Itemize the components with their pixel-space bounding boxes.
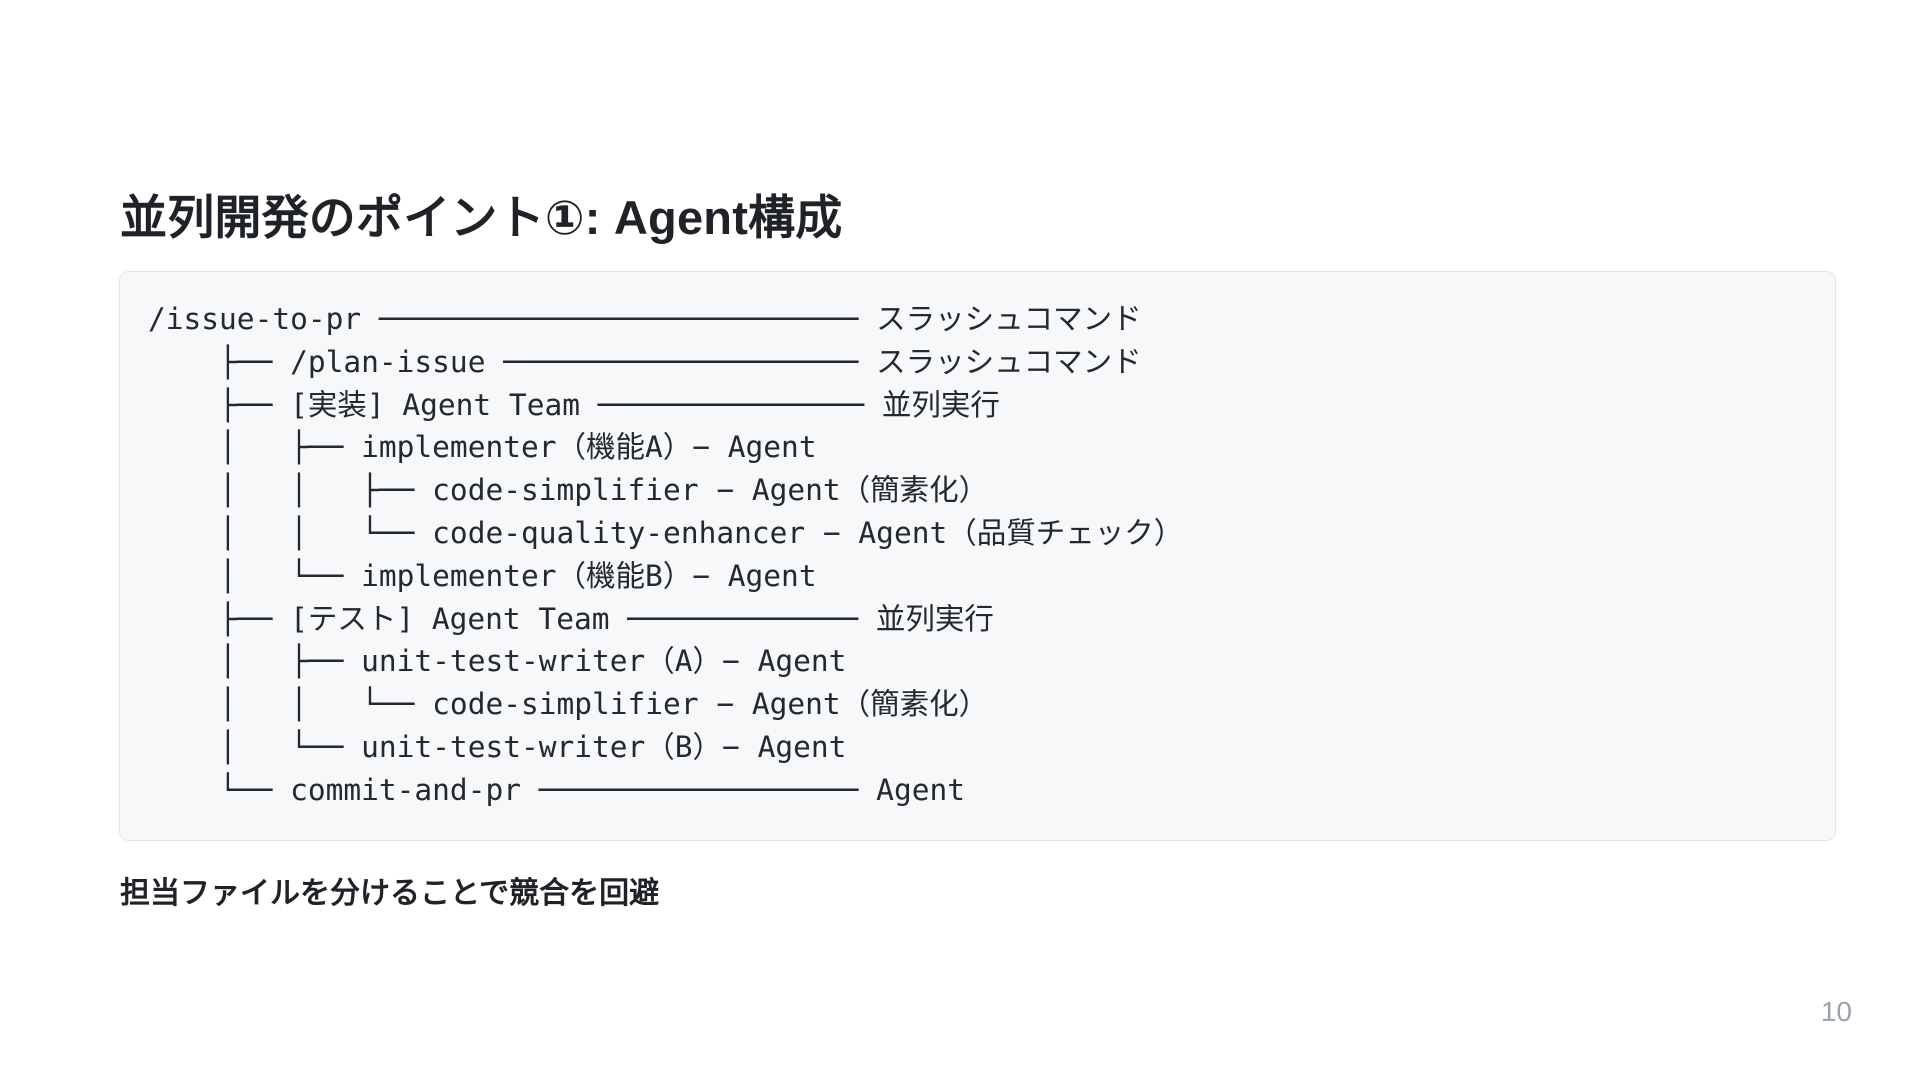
code-line: │ │ └── code-simplifier − Agent（簡素化） — [148, 687, 989, 722]
code-block-card: /issue-to-pr ───────────────────────────… — [119, 271, 1836, 841]
code-line: │ └── implementer（機能B）− Agent — [148, 558, 817, 593]
code-line: │ ├── unit-test-writer（A）− Agent — [148, 644, 847, 679]
code-line: │ │ └── code-quality-enhancer − Agent（品質… — [148, 515, 1184, 550]
page-title: 並列開発のポイント①: Agent構成 — [120, 191, 843, 245]
code-line: │ ├── implementer（機能A）− Agent — [148, 430, 817, 465]
code-line: │ │ ├── code-simplifier − Agent（簡素化） — [148, 473, 989, 508]
code-line: └── commit-and-pr ────────────────── Age… — [148, 772, 965, 807]
code-line: ├── [テスト] Agent Team ───────────── 並列実行 — [148, 601, 994, 636]
code-line: ├── [実装] Agent Team ─────────────── 並列実行 — [148, 387, 1000, 422]
agent-tree-code: /issue-to-pr ───────────────────────────… — [148, 298, 1835, 812]
page-number: 10 — [1820, 996, 1852, 1027]
code-line: │ └── unit-test-writer（B）− Agent — [148, 729, 847, 764]
slide-caption: 担当ファイルを分けることで競合を回避 — [120, 877, 660, 910]
code-line: ├── /plan-issue ──────────────────── スラッ… — [148, 344, 1142, 379]
code-line: /issue-to-pr ───────────────────────────… — [148, 302, 1142, 336]
